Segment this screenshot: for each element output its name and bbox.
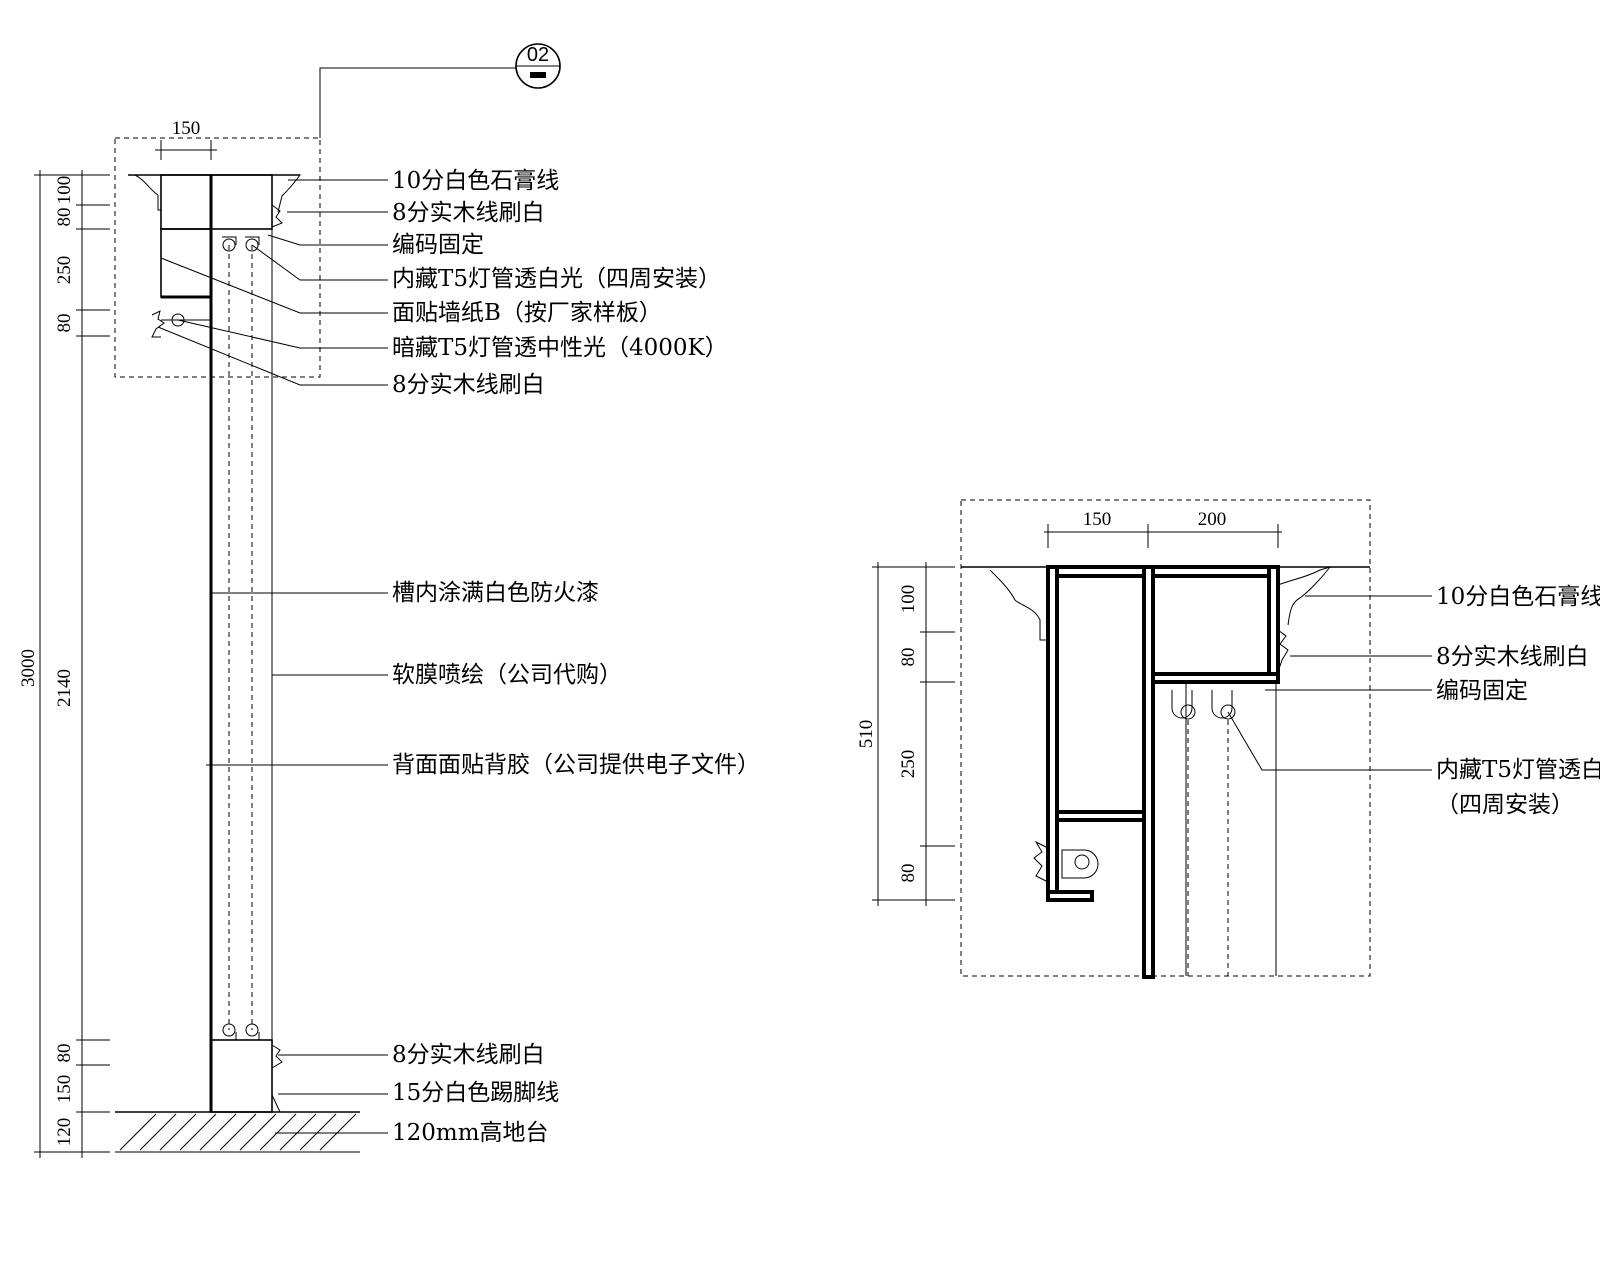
- label-wood-trim-bottom: 8分实木线刷白: [392, 1042, 545, 1068]
- top-light-box: [160, 174, 273, 230]
- dim-80-bottom: 80: [54, 1044, 75, 1063]
- label-fireproof-paint: 槽内涂满白色防火漆: [392, 580, 599, 606]
- detail-t5-lights: [1061, 690, 1236, 879]
- t5-light-hidden: [151, 310, 211, 338]
- dim-2140: 2140: [54, 669, 75, 707]
- right-detail: 150 200 510 100 80 250 80 10分白色石膏线 8: [856, 499, 1600, 979]
- detail-height-dimensions: 510 100 80 250 80: [856, 562, 955, 906]
- label-t5-white-light: 内藏T5灯管透白光（四周安装）: [392, 266, 721, 292]
- detail-callout-box: [114, 137, 321, 378]
- baseboard-box: [210, 1039, 273, 1113]
- label-back-adhesive: 背面面贴背胶（公司提供电子文件）: [392, 752, 760, 778]
- t5-lights-bottom: [222, 1023, 260, 1041]
- label-wood-trim-top: 8分实木线刷白: [392, 200, 545, 226]
- detail-label-wood-trim: 8分实木线刷白: [1436, 644, 1589, 670]
- detail-dim-200: 200: [1198, 509, 1227, 530]
- dim-150: 150: [54, 1075, 75, 1104]
- label-wallpaper-b: 面贴墙纸B（按厂家样板）: [392, 300, 662, 326]
- detail-frame: [960, 499, 1371, 977]
- detail-label-t5-white: 内藏T5灯管透白: [1436, 757, 1600, 783]
- section-tag-symbol: 02: [515, 43, 561, 89]
- detail-total-dim: 510: [856, 720, 877, 749]
- label-platform: 120mm高地台: [392, 1120, 549, 1146]
- detail-dim-80-bottom: 80: [898, 864, 919, 883]
- dim-100: 100: [54, 176, 75, 205]
- label-code-fix: 编码固定: [392, 232, 484, 258]
- wood-trim-bottom: [271, 1044, 283, 1069]
- annotation-leaders: [157, 179, 388, 1134]
- section-tag-number: 02: [527, 44, 549, 66]
- platform-hatch: [119, 1113, 357, 1151]
- dim-250: 250: [54, 256, 75, 285]
- detail-frame-boards: [1046, 565, 1280, 979]
- detail-wood-trim-bottom: [1033, 840, 1049, 883]
- width-dim-text: 150: [172, 118, 201, 139]
- wood-trim-top: [271, 204, 283, 228]
- t5-lights-top: [222, 236, 260, 252]
- total-height-dimension: 3000: [18, 170, 110, 1158]
- detail-wood-trim-top: [1277, 629, 1289, 673]
- detail-label-install-around: （四周安装）: [1436, 792, 1574, 818]
- skirting: [271, 1094, 281, 1113]
- dim-120: 120: [54, 1118, 75, 1147]
- label-skirting: 15分白色踢脚线: [392, 1080, 559, 1106]
- segment-dimensions: 100 80 250 80 2140 80 150 120: [54, 170, 110, 1158]
- detail-cornice-left: [989, 569, 1048, 641]
- gypsum-cornice-right: [272, 174, 301, 213]
- dim-80-top: 80: [54, 208, 75, 227]
- total-dim-text: 3000: [18, 649, 39, 687]
- detail-dim-100: 100: [898, 585, 919, 614]
- label-t5-neutral-light: 暗藏T5灯管透中性光（4000K）: [392, 335, 728, 361]
- detail-cornice-right: [1277, 566, 1332, 626]
- callout-leader: [319, 67, 516, 138]
- label-gypsum-line: 10分白色石膏线: [392, 168, 559, 194]
- detail-dim-150: 150: [1083, 509, 1112, 530]
- detail-label-gypsum-line: 10分白色石膏线: [1436, 584, 1600, 610]
- detail-leaders: [1227, 595, 1432, 771]
- label-soft-film: 软膜喷绘（公司代购）: [392, 662, 622, 688]
- gypsum-cornice-left: [134, 174, 161, 211]
- top-side-box: [160, 228, 212, 298]
- detail-label-code-fix: 编码固定: [1436, 678, 1528, 704]
- detail-width-dimensions: 150 200: [1044, 509, 1282, 548]
- label-wood-trim-mid: 8分实木线刷白: [392, 372, 545, 398]
- left-section: 02: [18, 43, 760, 1158]
- detail-dim-250: 250: [898, 750, 919, 779]
- dim-80-mid: 80: [54, 314, 75, 333]
- width-dimension: 150: [155, 118, 217, 160]
- detail-dim-80-top: 80: [898, 648, 919, 667]
